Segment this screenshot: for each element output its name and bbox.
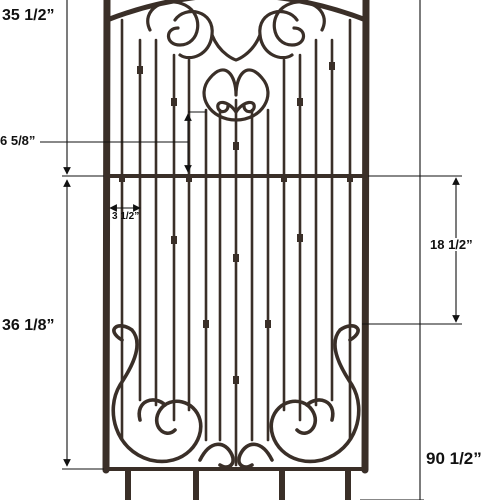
dim-label-top-section: 35 1/2” <box>2 7 55 24</box>
collar <box>297 234 303 242</box>
collar <box>233 142 239 150</box>
collar <box>347 176 353 182</box>
bottom-left-large-scroll <box>111 324 203 464</box>
top-left-scroll <box>146 0 200 47</box>
collar <box>233 376 239 384</box>
dim-label-bottom-section: 36 1/8” <box>2 317 55 334</box>
bottom-left-foot-scroll <box>198 442 235 469</box>
heart-inner-left <box>216 100 238 114</box>
bottom-right-large-scroll <box>269 324 361 464</box>
collar <box>119 176 125 182</box>
bottom-left-inner-scroll <box>137 398 167 422</box>
heart-scroll <box>202 68 270 122</box>
top-right-scroll-curl <box>258 10 299 60</box>
dim-label-scroll-height: 18 1/2” <box>430 237 473 252</box>
trellis <box>102 0 370 500</box>
left-frame-post <box>102 0 111 474</box>
collar <box>233 254 239 262</box>
collar <box>203 320 209 328</box>
bar-collars <box>119 62 353 384</box>
collar <box>171 236 177 244</box>
heart-inner-right <box>234 100 256 114</box>
collar <box>171 98 177 106</box>
collar <box>137 66 143 74</box>
upper-center-curve <box>210 33 262 62</box>
bottom-right-inner-scroll <box>305 398 335 422</box>
collar <box>265 320 271 328</box>
top-scrollwork <box>146 0 326 122</box>
top-left-scroll-curl <box>173 10 214 60</box>
top-right-scroll <box>272 0 326 47</box>
dim-label-arch-offset: 6 5/8” <box>0 133 36 148</box>
bottom-right-foot-scroll <box>237 442 274 469</box>
dim-label-overall-height: 90 1/2” <box>426 449 482 468</box>
top-arch <box>104 0 369 23</box>
collar <box>186 176 192 182</box>
dim-label-bar-spacing: 3 1/2” <box>112 211 140 222</box>
collar <box>297 98 303 106</box>
bottom-scrollwork <box>111 324 361 469</box>
collar <box>329 62 335 70</box>
collar <box>281 176 287 182</box>
right-frame-post <box>361 0 370 474</box>
